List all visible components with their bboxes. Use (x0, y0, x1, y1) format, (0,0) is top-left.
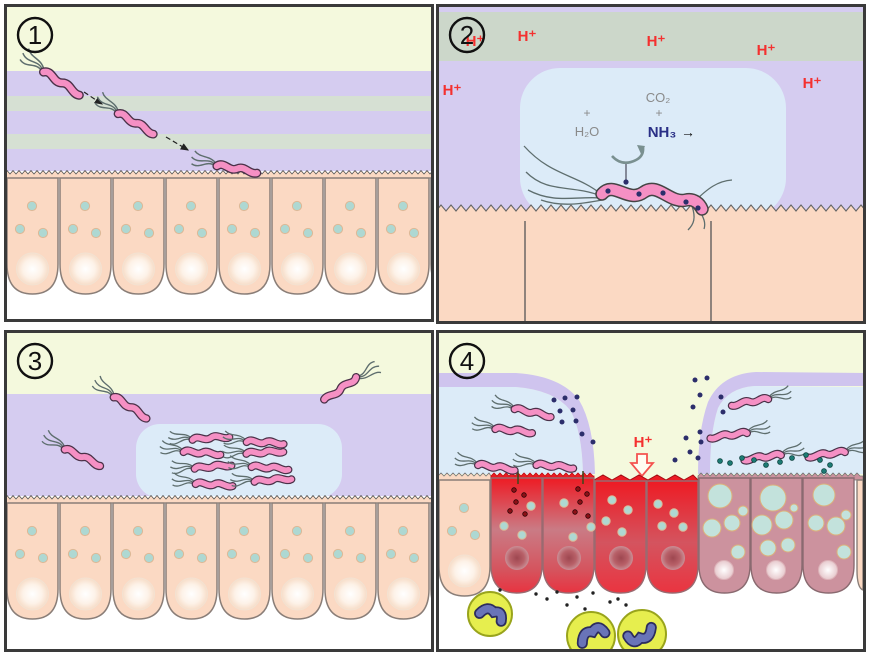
right-arrow-icon: → (681, 124, 695, 140)
ammonia-label: NH₃ (648, 124, 677, 141)
neutrophil-icon (566, 611, 616, 652)
acid-down-arrow-icon (629, 453, 655, 478)
cell-nucleus (766, 560, 786, 580)
acid-ion-label: H⁺ (518, 28, 537, 45)
movement-arrow-icon (83, 91, 103, 105)
epithelium (6, 177, 434, 295)
panel-number-badge: 3 (16, 342, 54, 380)
cell-nucleus (818, 560, 838, 580)
cell-nucleus (609, 546, 633, 570)
urease-granules (605, 179, 701, 211)
toxin-dots-navy (551, 375, 726, 463)
damaged-cell (646, 480, 699, 594)
mucus-layer (436, 373, 595, 474)
neutrophil-icon (617, 609, 667, 652)
panel-3: 3 (4, 330, 434, 652)
panel-4: H⁺ (436, 330, 866, 652)
panel-number: 2 (460, 20, 474, 50)
cell-nucleus (661, 546, 685, 570)
normal-cell (438, 479, 491, 597)
panel-2: + H₂O CO₂ + NH₃ → H⁺ H⁺ H⁺ H⁺ H⁺ H⁺ 2 (436, 4, 866, 324)
epithelium (436, 217, 866, 324)
brush-border (437, 472, 492, 481)
acid-band (436, 12, 866, 61)
plus-sign: + (583, 106, 590, 120)
mucus-stripe (4, 134, 434, 149)
co2-label: CO₂ (646, 90, 671, 105)
panel-number: 4 (460, 346, 474, 376)
panel-number-badge: 1 (16, 16, 54, 54)
water-label: H₂O (575, 124, 600, 139)
reaction-arrowhead-icon (637, 145, 645, 154)
panel-number-badge: 4 (448, 342, 486, 380)
chemokine-dots (498, 588, 628, 611)
cell-contents (499, 471, 852, 580)
epithelium (6, 502, 434, 620)
acid-ion-label: H⁺ (443, 82, 462, 99)
movement-arrow-icon (165, 136, 190, 151)
vacuoles (702, 483, 852, 560)
cell-nucleus (505, 546, 529, 570)
urease-reaction: + H₂O CO₂ + NH₃ → (575, 90, 695, 165)
panel-number: 3 (28, 346, 42, 376)
panel-border (436, 330, 866, 652)
reaction-arrow-icon (611, 146, 645, 165)
acid-ion-label: H⁺ (803, 75, 822, 92)
vacuolated-cell (698, 477, 751, 594)
acid-attack: H⁺ (629, 434, 655, 478)
mucus-layer (698, 372, 866, 474)
neutrophil-icon (467, 591, 513, 637)
damaged-cell (490, 477, 543, 594)
brush-border (4, 169, 434, 179)
panel-border (4, 330, 434, 652)
cell-nucleus (557, 546, 581, 570)
panel-number-badge: 2 (448, 16, 486, 54)
panel-1: 1 (4, 4, 434, 322)
panel-number: 1 (28, 20, 42, 50)
acid-ion-label: H⁺ (647, 33, 666, 50)
plus-sign: + (655, 106, 662, 120)
damaged-cell (594, 480, 647, 594)
neutral-zone (136, 424, 342, 498)
normal-cell (856, 479, 864, 591)
toxin-dots-teal (717, 452, 833, 474)
h-pylori-bacterium-closeup (523, 145, 733, 231)
panel-border (4, 4, 434, 322)
neutral-zone (520, 68, 786, 218)
brush-border (4, 494, 434, 504)
damaged-cell (542, 477, 595, 594)
cell-nucleus (714, 560, 734, 580)
mucus-stripe (4, 96, 434, 111)
acid-ion-label: H⁺ (757, 42, 776, 59)
vacuolated-cell (802, 477, 855, 594)
panel-border (436, 4, 866, 324)
acid-ion-label: H⁺ (634, 434, 653, 451)
